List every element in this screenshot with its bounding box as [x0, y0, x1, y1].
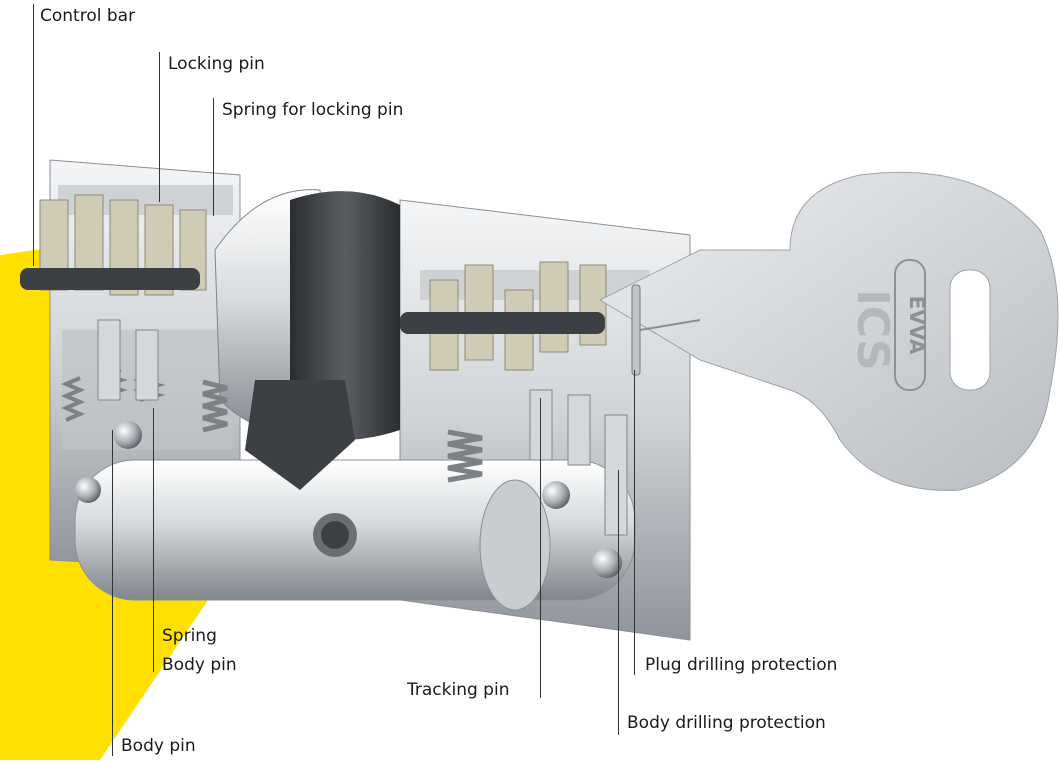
leader-tracking-pin: [540, 398, 541, 698]
key: EVVA ICS: [598, 171, 1059, 491]
control-bar-right: [400, 312, 605, 334]
key-brand-text: EVVA: [905, 296, 929, 355]
label-plug-drilling-protection: Plug drilling protection: [645, 655, 838, 675]
leader-locking-pin: [159, 52, 160, 202]
label-spring: Spring: [162, 626, 217, 646]
label-spring-for-locking-pin: Spring for locking pin: [222, 100, 404, 120]
plug-drilling-protection-rod: [631, 284, 641, 376]
leader-body-pin: [112, 430, 113, 756]
centre-cam: [214, 189, 400, 490]
label-tracking-pin: Tracking pin: [407, 680, 510, 700]
leader-control-bar: [33, 4, 34, 266]
label-body-pin-upper: Body pin: [162, 655, 237, 675]
leader-body-drilling-protection: [618, 470, 619, 735]
leader-plug-drilling-protection: [634, 370, 635, 675]
label-locking-pin: Locking pin: [168, 54, 265, 74]
key-model-text: ICS: [847, 289, 898, 370]
control-bar-left: [20, 268, 200, 290]
leader-spring-for-locking-pin: [213, 98, 214, 216]
label-body-drilling-protection: Body drilling protection: [627, 713, 826, 733]
plug-tube: [74, 459, 636, 611]
label-body-pin-lower: Body pin: [121, 736, 196, 756]
leader-spring-body-pin: [153, 408, 154, 672]
label-control-bar: Control bar: [40, 6, 136, 26]
